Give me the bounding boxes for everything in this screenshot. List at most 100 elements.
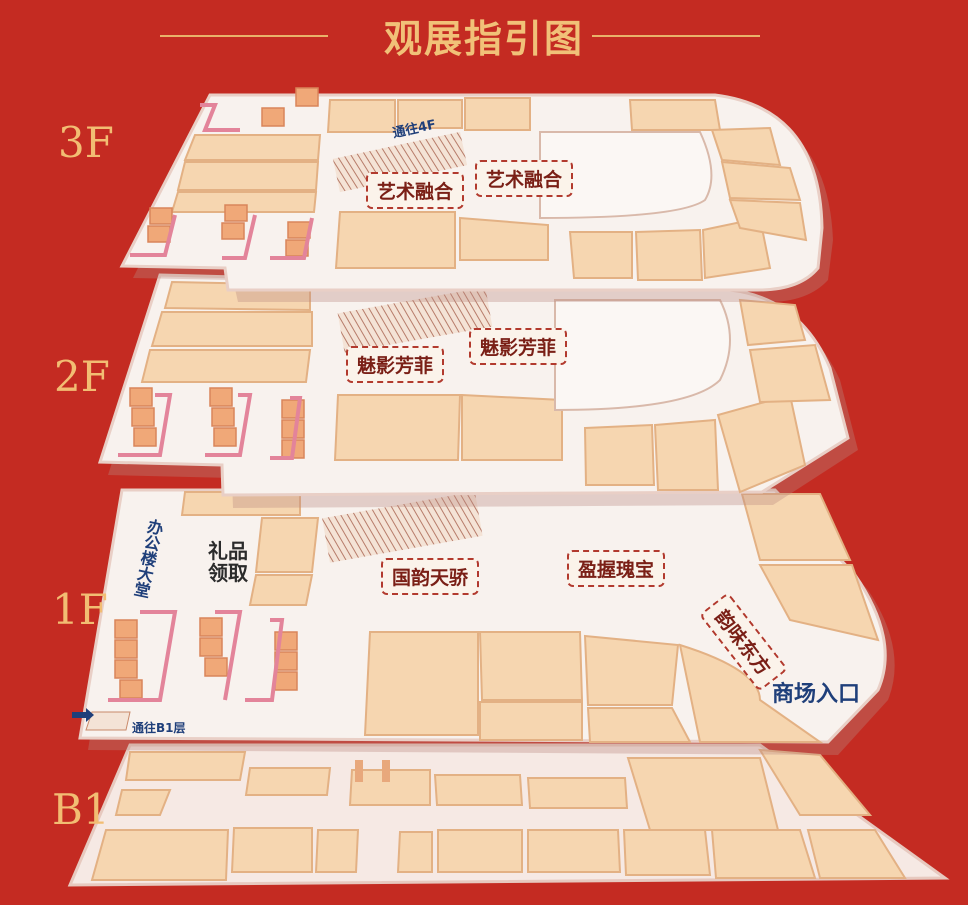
b1-shop <box>114 789 172 816</box>
1f-partition <box>215 610 243 701</box>
3f-atrium <box>539 131 713 220</box>
2f-block <box>209 387 233 407</box>
b1-shop <box>348 769 431 806</box>
2f-shop <box>653 418 720 491</box>
3f-shop <box>170 191 318 213</box>
3f-shop <box>459 216 549 261</box>
2f-escalator <box>337 287 493 353</box>
3f-shop <box>728 198 808 242</box>
1f-partition <box>108 610 178 702</box>
1f-partition <box>245 618 285 702</box>
1f-shop <box>740 493 852 561</box>
3f-partition <box>130 214 177 257</box>
1f-shop <box>254 517 320 573</box>
2f-shop <box>333 394 462 461</box>
2f-block <box>211 407 235 427</box>
floor-label-1f: 1F <box>52 585 108 634</box>
b1-shop <box>124 751 247 781</box>
mall-entrance-label: 商场入口 <box>772 682 861 707</box>
3f-shop <box>710 126 782 167</box>
3f-block <box>261 107 285 127</box>
zone-tag[interactable]: 魅影芳菲 <box>469 328 568 365</box>
page-title: 观展指引图 <box>383 16 584 61</box>
b1-shop <box>806 829 907 879</box>
1f-block <box>114 639 138 659</box>
3f-shop <box>176 161 320 191</box>
1f-shop <box>248 574 314 606</box>
3f-partition <box>200 103 240 132</box>
1f-block <box>274 671 298 691</box>
3f-shop <box>720 160 802 202</box>
3f-block <box>224 204 248 222</box>
1f-block <box>119 679 143 699</box>
1f-shop <box>363 631 479 736</box>
3f-shop <box>326 99 396 133</box>
3f-partition <box>222 214 257 260</box>
2f-partition <box>205 393 253 457</box>
b1-shop <box>90 829 230 881</box>
b1-shop <box>433 774 524 806</box>
floor-3f <box>119 87 833 302</box>
1f-block <box>199 637 223 657</box>
3f-shop <box>628 99 722 131</box>
b1-shop <box>526 777 629 809</box>
3f-shop <box>634 228 704 281</box>
b1-shop <box>527 829 622 873</box>
b1-shop <box>396 831 433 873</box>
title-rule-right <box>592 35 760 37</box>
1f-shop <box>758 564 880 642</box>
b1-shop <box>437 829 523 873</box>
zone-tag[interactable]: 艺术融合 <box>366 172 465 209</box>
zone-tag[interactable]: 魅影芳菲 <box>346 346 445 383</box>
to-b1-label: 通往B1层 <box>132 721 186 735</box>
1f-shop <box>583 634 680 706</box>
2f-shop <box>738 298 807 347</box>
b1-stairs <box>85 711 131 731</box>
b1-shop <box>710 829 817 879</box>
1f-shop <box>586 707 692 743</box>
floor-1f <box>72 488 895 755</box>
3f-block <box>149 207 173 225</box>
3f-shop <box>568 231 633 279</box>
b1-shop <box>622 829 712 876</box>
3f-block <box>295 87 319 107</box>
title-rule-left <box>160 35 328 37</box>
1f-block <box>114 659 138 679</box>
zone-tag[interactable]: 国韵天骄 <box>381 558 480 595</box>
floor-b1 <box>67 743 950 887</box>
2f-shop <box>461 393 563 461</box>
1f-block <box>114 619 138 639</box>
1f-escalator <box>322 491 483 563</box>
floor-label-b1: B1 <box>52 785 110 834</box>
2f-shop <box>583 423 656 486</box>
2f-partition <box>270 396 303 460</box>
1f-shop <box>478 631 584 701</box>
zone-tag[interactable]: 艺术融合 <box>475 160 574 197</box>
floor-label-3f: 3F <box>58 118 114 167</box>
b1-shop <box>244 767 332 796</box>
2f-block <box>131 407 155 427</box>
b1-column <box>382 760 390 782</box>
gift-pickup-label: 礼品领取 <box>208 539 248 585</box>
2f-shop <box>150 311 313 347</box>
2f-atrium <box>554 299 731 412</box>
zone-tag[interactable]: 盈握瑰宝 <box>567 550 666 587</box>
2f-block <box>213 427 237 447</box>
floor-label-2f: 2F <box>54 352 110 401</box>
b1-shop <box>230 827 313 873</box>
1f-block <box>204 657 228 677</box>
2f-block <box>133 427 157 447</box>
b1-shop <box>626 757 780 831</box>
2f-shop <box>748 343 832 404</box>
3f-block <box>147 225 171 243</box>
2f-block <box>281 419 305 439</box>
b1-column <box>355 760 363 782</box>
1f-shop <box>479 701 583 741</box>
3f-shop <box>334 211 456 269</box>
1f-block <box>199 617 223 637</box>
3f-partition <box>270 217 314 260</box>
3f-shop <box>464 97 531 131</box>
3f-shop <box>397 99 463 129</box>
